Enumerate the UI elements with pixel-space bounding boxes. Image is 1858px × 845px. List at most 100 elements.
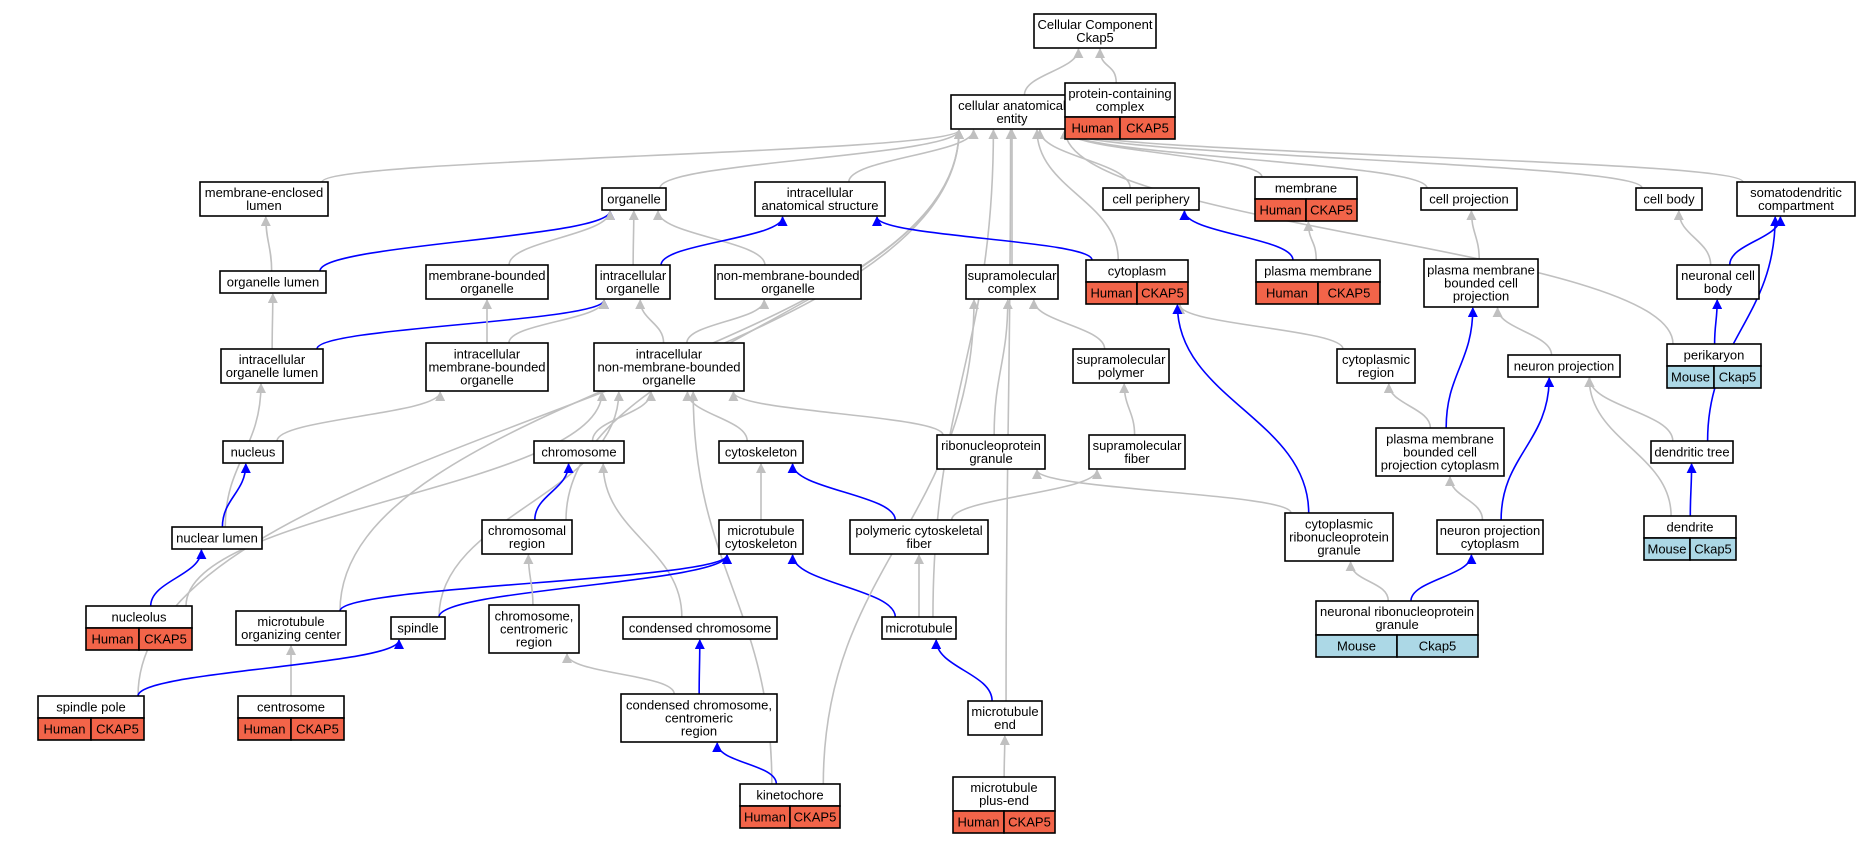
term-node-mt[interactable]: microtubule [881,616,957,640]
edge-ncb-to-cbody [1673,210,1712,266]
species-label: Human [744,810,786,825]
term-box [219,270,327,294]
term-node-spin[interactable]: spindle [390,616,446,640]
term-node-orglum[interactable]: organelle lumen [219,270,327,294]
term-box [620,693,778,743]
term-label-line: non-membrane-bounded [716,268,859,283]
term-node-csk[interactable]: cytoskeleton [718,440,804,464]
term-node-cper[interactable]: cell periphery [1102,187,1200,211]
edge-ias-to-cae [848,129,979,183]
edge-nucl-to-nl [149,549,207,607]
term-label-line: dendritic tree [1654,445,1729,460]
edge-ccr-to-chrreg [523,554,534,606]
term-box [714,264,862,300]
gene-badge-cell [1713,365,1762,389]
term-label-line: microtubule [257,614,324,629]
edge-io-to-ias [660,216,788,266]
gene-label: CKAP5 [296,722,339,737]
term-label-line: cytoplasmic [1305,517,1373,532]
term-label-line: cytoplasm [1108,264,1167,279]
term-box [1102,187,1200,211]
term-node-nl[interactable]: nuclear lumen [171,526,263,550]
term-box [235,610,347,646]
edge-chrreg-to-chr [534,463,574,521]
gene-label: CKAP5 [794,810,837,825]
term-node-chr[interactable]: chromosome [533,440,625,464]
edge-io-to-org [628,210,639,266]
term-box [425,342,549,392]
term-label-line: cytoskeleton [725,536,797,551]
term-label-line: projection [1453,289,1509,304]
term-label-line: spindle pole [56,700,125,715]
term-box [754,181,886,217]
gene-badge-cell [1003,810,1056,834]
term-node-cbody[interactable]: cell body [1635,187,1703,211]
term-node-org[interactable]: organelle [601,187,667,211]
term-label-line: Ckap5 [1076,30,1114,45]
term-node-dt[interactable]: dendritic tree [1650,440,1734,464]
term-label-line: supramolecular [1093,438,1183,453]
term-label-line: neuronal ribonucleoprotein [1320,604,1474,619]
edge-mte-to-mt [931,639,993,702]
species-label: Human [1091,286,1133,301]
term-node-nuc[interactable]: nucleus [222,440,284,464]
term-box [1088,434,1186,470]
term-label-line: polymeric cytoskeletal [855,523,982,538]
term-node-np[interactable]: neuron projection [1507,354,1621,378]
term-node-cproj[interactable]: cell projection [1420,187,1518,211]
term-label-line: fiber [1124,451,1150,466]
species-label: Human [1260,203,1302,218]
term-label-line: polymer [1098,365,1145,380]
edge-pcf-to-smf [950,469,1102,521]
term-box [881,616,957,640]
term-box [1064,82,1176,118]
term-node-cchr[interactable]: condensed chromosome [622,616,778,640]
term-label-line: entity [996,111,1028,126]
term-label-line: region [1358,365,1394,380]
gene-label: Ckap5 [1694,542,1732,557]
term-label-line: cytoskeleton [725,445,797,460]
term-box [1676,264,1760,300]
edge-pcf-to-csk [787,463,897,521]
term-node-inmbo[interactable]: intracellularnon-membrane-boundedorganel… [593,342,745,392]
